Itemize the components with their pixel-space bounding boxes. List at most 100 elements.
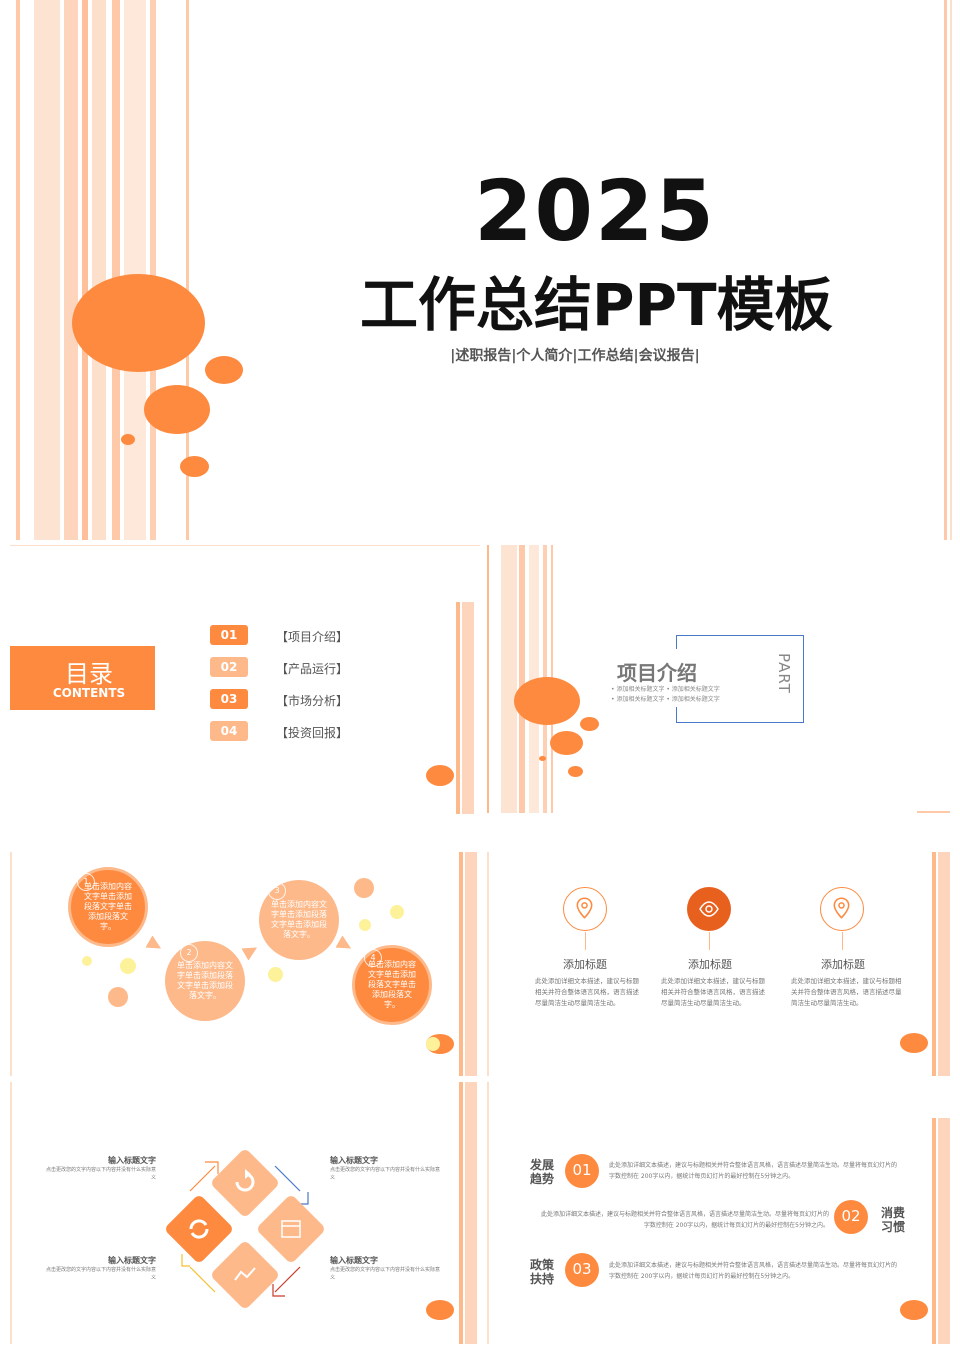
diamond-title-1: 输入标题文字	[108, 1156, 156, 1165]
part-frame	[676, 635, 804, 723]
right-stripe	[456, 602, 460, 814]
steps-slide[interactable]: 单击添加内容文字单击添加段落文字单击添加段落文字。 1 单击添加内容文字单击添加…	[10, 852, 480, 1076]
part-bottom-line	[917, 811, 950, 813]
location-pin-icon	[833, 897, 850, 919]
orange-bubble	[550, 731, 583, 755]
right-stripe	[938, 852, 950, 1076]
feature-desc-1: 此处添加详细文本描述，建议与标题相关并符合整体语言风格，语言描述尽量简洁生动尽量…	[535, 977, 639, 1007]
feature-connector	[585, 932, 586, 950]
toc-item-3[interactable]: 【市场分析】	[276, 694, 349, 708]
diamond-title-3: 输入标题文字	[108, 1256, 156, 1265]
right-stripe	[950, 0, 952, 540]
diamond-slide[interactable]: 输入标题文字 点击更改您的文字内容以下内容并没有什么实际意义 输入标题文字 点击…	[10, 1082, 480, 1344]
diamond-title-4: 输入标题文字	[330, 1256, 378, 1265]
diamond-outline-brackets	[181, 1161, 309, 1297]
features-slide[interactable]: 添加标题 此处添加详细文本描述，建议与标题相关并符合整体语言风格，语言描述尽量简…	[487, 852, 950, 1076]
toc-num-3[interactable]: 03	[210, 689, 248, 709]
location-pin-icon	[576, 897, 593, 919]
feature-desc-2: 此处添加详细文本描述，建议与标题相关并符合整体语言风格，语言描述尽量简洁生动尽量…	[661, 977, 765, 1007]
trend-badge-1[interactable]: 01	[565, 1154, 599, 1188]
trend-label-1b: 趋势	[530, 1172, 555, 1186]
orange-bubble	[144, 385, 210, 434]
right-stripe	[944, 0, 947, 540]
diamond-graphic	[166, 1150, 324, 1308]
diamond-desc-2: 点击更改您的文字内容以下内容并没有什么实际意义	[330, 1167, 441, 1181]
feature-icon-ring-3	[820, 887, 864, 931]
cover-slide[interactable]: 2025 工作总结PPT模板 |述职报告|个人简介|工作总结|会议报告|	[0, 0, 960, 540]
right-stripe	[459, 852, 463, 1076]
toc-item-1[interactable]: 【项目介绍】	[276, 630, 349, 644]
decor-dot	[426, 1037, 440, 1051]
right-stripe	[462, 602, 474, 814]
trend-label-1a: 发展	[530, 1158, 555, 1172]
refresh-icon	[235, 1169, 255, 1192]
feature-connector	[842, 932, 843, 950]
trend-label-2a: 消费	[881, 1206, 906, 1220]
trend-badge-3[interactable]: 03	[565, 1253, 599, 1287]
feature-heading-1: 添加标题	[563, 958, 607, 971]
right-stripe	[459, 1082, 463, 1344]
decor-dot	[268, 967, 283, 982]
trend-badge-2[interactable]: 02	[834, 1200, 868, 1234]
toc-num-2[interactable]: 02	[210, 657, 248, 677]
decor-dot	[390, 905, 404, 919]
decor-dot	[354, 878, 374, 898]
toc-title-en: CONTENTS	[52, 686, 126, 700]
orange-bubble	[426, 765, 454, 786]
diamond-desc-3: 点击更改您的文字内容以下内容并没有什么实际意义	[46, 1267, 157, 1281]
orange-bubble	[900, 1300, 928, 1320]
decor-dot	[359, 919, 371, 931]
left-line	[10, 852, 12, 1076]
feature-desc-3: 此处添加详细文本描述，建议与标题相关并符合整体语言风格，语言描述尽量简洁生动尽量…	[791, 977, 902, 1007]
calendar-icon	[281, 1220, 301, 1238]
right-stripe	[932, 1118, 936, 1344]
orange-bubble	[568, 766, 583, 777]
arrow-icon	[242, 947, 258, 960]
orange-bubble	[180, 456, 209, 477]
part-frame-gap	[667, 649, 687, 707]
decor-dot	[82, 956, 92, 966]
step-num-2: 2	[180, 944, 198, 962]
trend-icon	[234, 1267, 256, 1281]
part-bullet-1: • 添加相关标题文字 • 添加相关标题文字	[611, 686, 720, 693]
cover-year: 2025	[474, 162, 716, 260]
trends-slide[interactable]: 发展 趋势 01 此处添加详细文本描述，建议与标题相关并符合整体语言风格，语言描…	[487, 1082, 950, 1344]
toc-title-box: 目录 CONTENTS	[10, 646, 155, 710]
left-line	[487, 852, 489, 1076]
step-num-1: 1	[77, 873, 95, 891]
feature-heading-3: 添加标题	[821, 958, 865, 971]
decor-dot	[108, 987, 128, 1007]
trend-num-2: 02	[841, 1207, 861, 1225]
step-circle-2[interactable]: 单击添加内容文字单击添加段落文字单击添加段落文字。	[165, 941, 245, 1021]
part-slide[interactable]: 项目介绍 • 添加相关标题文字 • 添加相关标题文字 • 添加相关标题文字 • …	[487, 545, 950, 813]
orange-bubble	[539, 756, 546, 761]
part-label: PART	[775, 653, 793, 694]
arrow-icon	[336, 936, 352, 949]
stripe	[487, 545, 489, 813]
step-num-4: 4	[364, 949, 382, 967]
sync-icon	[189, 1219, 209, 1239]
trend-desc-2: 此处添加详细文本描述，建议与标题相关并符合整体语言风格，语言描述尽量简洁生动。尽…	[540, 1211, 829, 1229]
orange-bubble	[121, 434, 135, 445]
arrow-icon	[146, 936, 162, 949]
step-num-3: 3	[268, 882, 286, 900]
toc-slide[interactable]: 目录 CONTENTS 01 【项目介绍】 02 【产品运行】 03 【市场分析…	[10, 545, 480, 814]
toc-num-4[interactable]: 04	[210, 721, 248, 741]
toc-num-1[interactable]: 01	[210, 625, 248, 645]
trend-label-3a: 政策	[530, 1258, 555, 1272]
toc-item-4[interactable]: 【投资回报】	[276, 726, 349, 740]
feature-icon-ring-1	[563, 887, 607, 931]
right-stripe	[465, 1082, 477, 1344]
part-bullet-2: • 添加相关标题文字 • 添加相关标题文字	[611, 696, 720, 703]
left-line	[10, 1082, 12, 1344]
step-text-4: 单击添加内容文字单击添加段落文字单击添加段落文字。	[368, 960, 416, 1009]
feature-icon-ring-2	[687, 887, 731, 931]
step-text-3: 单击添加内容文字单击添加段落文字单击添加段落文字。	[271, 900, 327, 939]
feature-connector	[709, 932, 710, 950]
trend-label-2b: 习惯	[881, 1220, 906, 1234]
orange-bubble-large	[514, 677, 580, 725]
toc-item-2[interactable]: 【产品运行】	[276, 662, 349, 676]
right-stripe	[932, 852, 936, 1076]
right-stripe	[938, 1118, 950, 1344]
orange-bubble	[900, 1033, 928, 1053]
